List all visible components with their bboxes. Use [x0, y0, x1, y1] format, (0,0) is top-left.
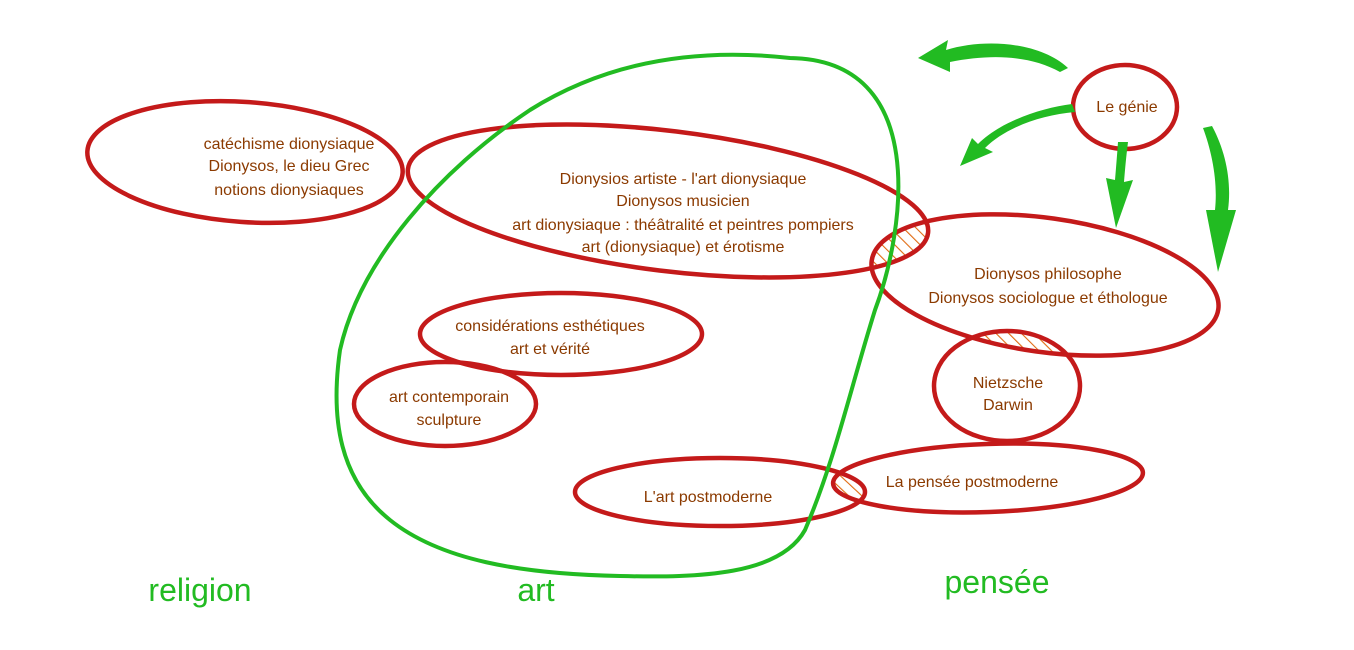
node-dionysos-musicien: Dionysos musicien [616, 193, 749, 210]
ellipse-art-postmoderne [572, 455, 868, 529]
green-curved-arrow-icon [960, 104, 1075, 166]
node-sculpture: sculpture [417, 412, 482, 429]
ellipse-dionysios [405, 122, 931, 280]
node-catechisme: catéchisme dionysiaque [204, 136, 375, 153]
green-curved-arrow-icon [1106, 142, 1133, 228]
node-dionysos-philosophe: Dionysos philosophe [974, 266, 1122, 283]
node-art-postmoderne: L'art postmoderne [644, 489, 773, 506]
ellipse-philosophe [869, 212, 1221, 358]
node-art-verite: art et vérité [510, 341, 590, 358]
node-notions: notions dionysiaques [214, 182, 363, 199]
node-darwin: Darwin [983, 397, 1033, 414]
node-theatralite: art dionysiaque : théâtralité et peintre… [512, 217, 854, 234]
node-considerations: considérations esthétiques [455, 318, 644, 335]
node-erotisme: art (dionysiaque) et érotisme [582, 239, 785, 256]
category-religion: religion [148, 572, 251, 608]
art-domain-loop [334, 52, 901, 579]
ellipse-esthetique [417, 290, 705, 378]
ellipse-nietzsche [931, 328, 1083, 444]
node-dieu-grec: Dionysos, le dieu Grec [209, 158, 370, 175]
node-pensee-postmoderne: La pensée postmoderne [886, 474, 1059, 491]
ellipse-pensee-postmoderne [830, 441, 1146, 515]
node-dionysos-sociologue: Dionysos sociologue et éthologue [928, 290, 1167, 307]
green-curved-arrow-icon [1203, 126, 1236, 272]
node-art-contemporain: art contemporain [389, 389, 509, 406]
category-art: art [517, 572, 554, 608]
green-curved-arrow-icon [918, 40, 1068, 72]
ellipse-contemporain [351, 359, 539, 449]
node-nietzsche: Nietzsche [973, 375, 1043, 392]
node-dionysios-artiste: Dionysios artiste - l'art dionysiaque [560, 171, 807, 188]
ellipse-religion [85, 98, 405, 226]
node-genie: Le génie [1096, 99, 1157, 116]
category-pensee: pensée [945, 564, 1050, 600]
